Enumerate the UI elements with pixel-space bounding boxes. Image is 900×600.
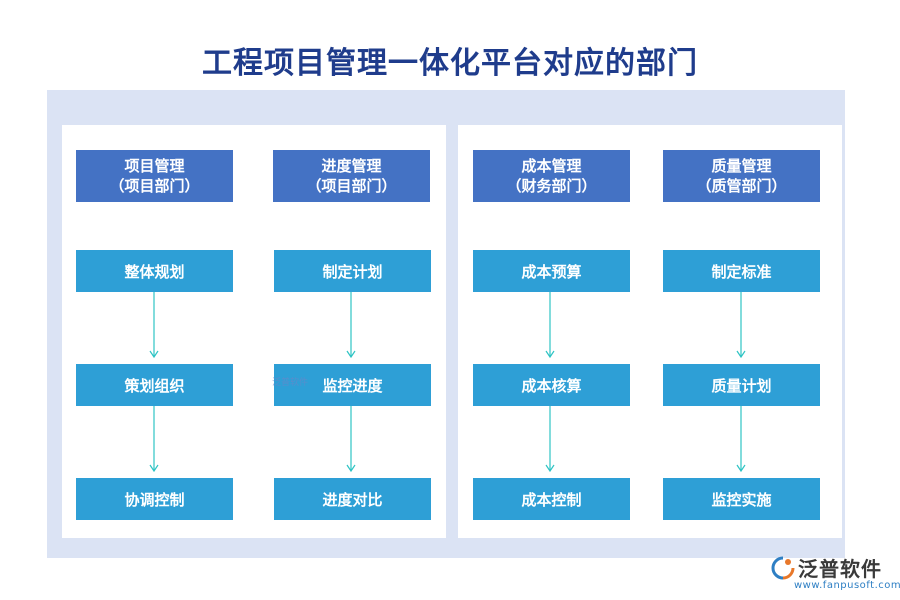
column-header-dept: （质管部门） (696, 177, 787, 195)
down-arrow-icon (545, 292, 555, 359)
step-box: 制定标准 (663, 250, 820, 292)
column-header-dept: （项目部门） (109, 177, 200, 195)
down-arrow-icon (736, 406, 746, 473)
step-box: 进度对比 (274, 478, 431, 520)
column-header-title: 质量管理 (711, 157, 772, 175)
column-header-title: 项目管理 (124, 157, 185, 175)
step-box: 质量计划 (663, 364, 820, 406)
step-box: 成本核算 (473, 364, 630, 406)
brand-logo: 泛普软件 www.fanpusoft.com (770, 553, 900, 598)
step-box: 策划组织 (76, 364, 233, 406)
column-header-dept: （项目部门） (306, 177, 397, 195)
column-header-dept: （财务部门） (506, 177, 597, 195)
down-arrow-icon (346, 406, 356, 473)
logo-name: 泛普软件 (798, 557, 882, 581)
down-arrow-icon (545, 406, 555, 473)
page-title: 工程项目管理一体化平台对应的部门 (202, 46, 698, 81)
logo-url: www.fanpusoft.com (794, 580, 900, 591)
down-arrow-icon (346, 292, 356, 359)
column-header-title: 成本管理 (521, 157, 582, 175)
step-box: 协调控制 (76, 478, 233, 520)
down-arrow-icon (149, 406, 159, 473)
fanpu-logo-icon (771, 556, 795, 580)
step-box: 整体规划 (76, 250, 233, 292)
step-box: 成本预算 (473, 250, 630, 292)
column-header-cost: 成本管理 （财务部门） (473, 150, 630, 202)
column-header-title: 进度管理 (321, 157, 382, 175)
step-box: 制定计划 (274, 250, 431, 292)
step-box: 监控进度 (274, 364, 431, 406)
step-box: 成本控制 (473, 478, 630, 520)
column-header-project: 项目管理 （项目部门） (76, 150, 233, 202)
watermark-logo: 泛普软件 (272, 378, 309, 388)
step-box: 监控实施 (663, 478, 820, 520)
down-arrow-icon (736, 292, 746, 359)
down-arrow-icon (149, 292, 159, 359)
column-header-schedule: 进度管理 （项目部门） (273, 150, 430, 202)
column-header-quality: 质量管理 （质管部门） (663, 150, 820, 202)
